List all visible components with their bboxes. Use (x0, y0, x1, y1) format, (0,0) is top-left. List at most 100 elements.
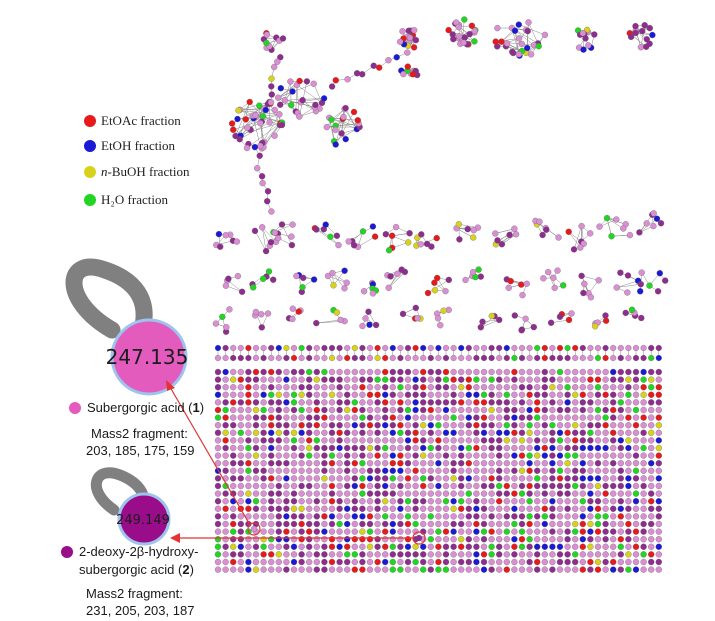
network-node (420, 566, 427, 573)
network-node (572, 467, 579, 474)
network-node (511, 482, 518, 490)
network-node (222, 282, 230, 289)
network-node (602, 368, 609, 376)
network-node (366, 384, 374, 391)
network-node (450, 452, 457, 459)
network-node (473, 376, 480, 383)
network-node (412, 505, 419, 512)
network-node (262, 106, 269, 114)
network-node (648, 437, 655, 444)
network-node (540, 275, 547, 282)
network-node (420, 384, 427, 391)
network-node (625, 482, 632, 490)
network-node (587, 566, 594, 573)
network-node (366, 399, 374, 406)
network-node (397, 490, 404, 497)
network-node (640, 498, 647, 505)
network-node (268, 482, 275, 490)
network-node (268, 558, 275, 566)
network-node (587, 437, 594, 444)
network-node (336, 391, 343, 398)
network-node (648, 452, 655, 459)
network-node (344, 344, 351, 352)
network-node (518, 513, 526, 520)
network-node (321, 429, 328, 436)
network-node (233, 238, 241, 245)
network-node (610, 558, 617, 566)
network-node (230, 528, 237, 535)
network-node (465, 384, 472, 391)
network-node (549, 551, 556, 558)
network-node (518, 429, 526, 436)
network-node (344, 429, 351, 436)
network-node (230, 391, 237, 398)
network-node (245, 490, 252, 497)
network-node (230, 460, 237, 467)
network-node (427, 482, 434, 490)
network-node (526, 437, 533, 444)
network-node (366, 422, 374, 429)
network-node (230, 513, 237, 520)
network-node (214, 460, 222, 467)
network-node (473, 566, 480, 573)
network-node (342, 104, 349, 112)
network-node (534, 422, 541, 429)
network-node (237, 406, 244, 414)
network-node (587, 368, 594, 376)
network-node (503, 368, 510, 376)
network-node (594, 513, 602, 520)
network-node (366, 437, 374, 444)
network-node (594, 344, 602, 352)
network-node (511, 444, 518, 452)
network-node (382, 551, 389, 558)
network-node (462, 276, 469, 284)
network-node (217, 243, 224, 250)
network-node (397, 414, 404, 421)
network-node (602, 520, 609, 528)
network-node (328, 520, 336, 528)
network-node (359, 344, 366, 352)
network-node (252, 429, 260, 436)
network-node (496, 414, 503, 421)
network-node (465, 406, 472, 414)
network-node (450, 490, 457, 497)
network-node (237, 437, 244, 444)
network-node (254, 165, 261, 172)
network-node (541, 452, 548, 459)
network-node (655, 422, 662, 429)
network-node (369, 223, 377, 230)
network-node (382, 444, 389, 452)
network-node (458, 406, 465, 414)
network-node (275, 437, 282, 444)
network-node (245, 467, 252, 474)
network-node (541, 543, 548, 550)
network-node (344, 76, 351, 83)
network-node (626, 231, 634, 239)
network-node (541, 354, 548, 362)
network-node (366, 482, 374, 490)
network-node (389, 368, 396, 376)
network-node (328, 566, 336, 573)
network-node (442, 422, 450, 429)
network-node (230, 482, 237, 490)
network-node (564, 482, 571, 490)
network-node (433, 234, 440, 242)
network-node (287, 78, 294, 85)
network-node (222, 460, 229, 467)
network-node (625, 399, 632, 406)
network-node (382, 384, 389, 391)
network-node (226, 306, 233, 313)
network-node (306, 498, 313, 505)
network-node (572, 429, 579, 436)
network-node (496, 467, 503, 474)
network-node (435, 482, 442, 490)
network-node (260, 437, 267, 444)
network-node (275, 528, 282, 535)
network-node (382, 513, 389, 520)
network-node (366, 505, 374, 512)
network-node (268, 460, 275, 467)
network-node (290, 543, 298, 550)
network-node (535, 43, 542, 50)
network-node (359, 452, 366, 459)
